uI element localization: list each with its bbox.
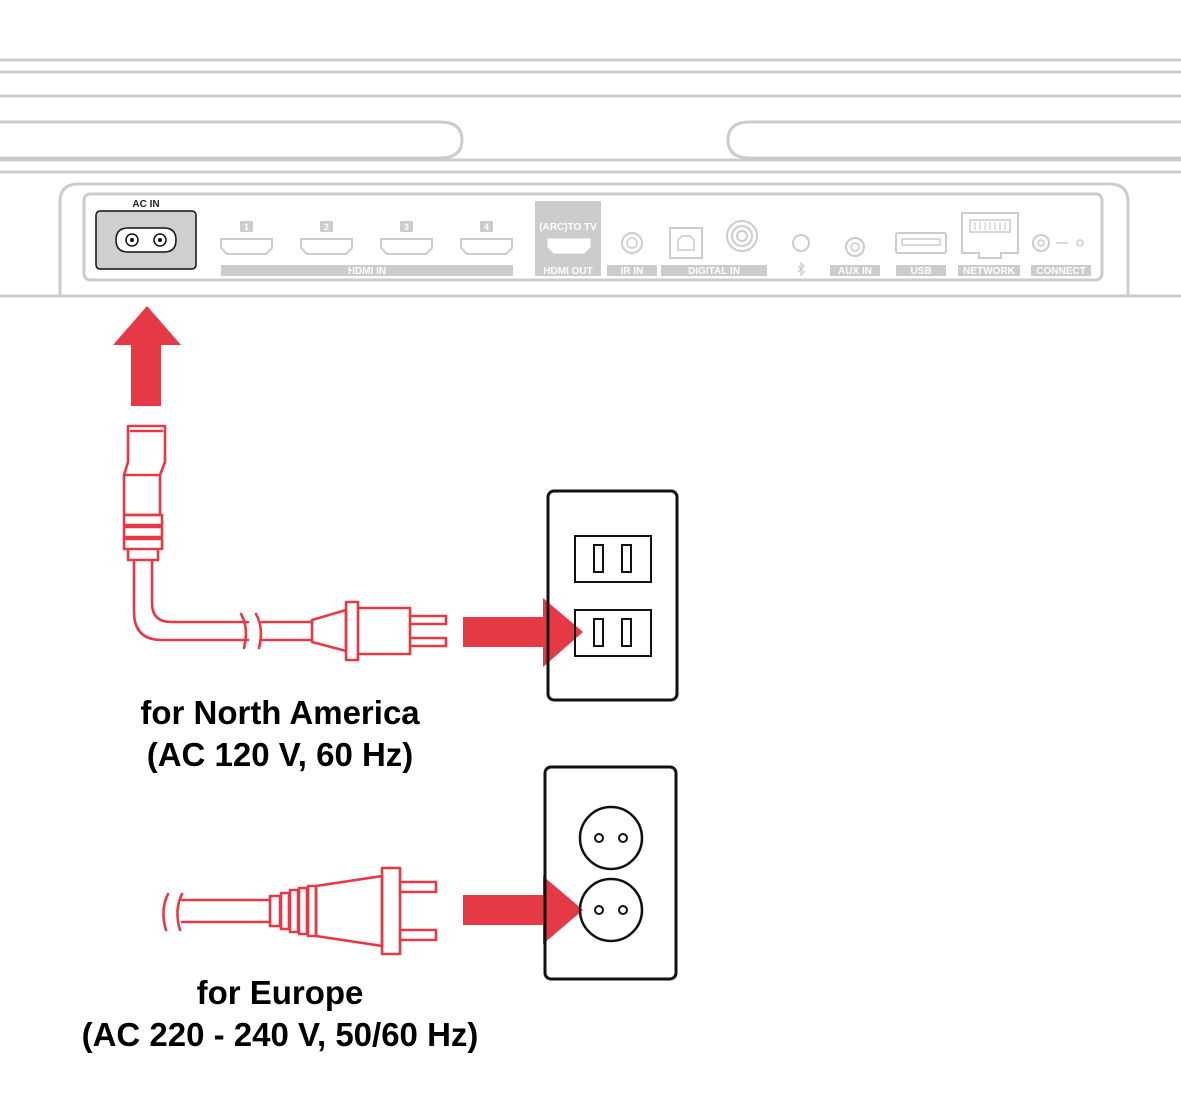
connect-button: CONNECT [1031, 234, 1091, 277]
usb-port: USB [895, 232, 947, 277]
bluetooth-indicator [792, 234, 810, 277]
hdmi-port-4: 4 [460, 221, 513, 255]
arrow-up-icon [113, 306, 181, 406]
network-label: NETWORK [963, 266, 1015, 277]
north-america-wall-outlet [546, 489, 679, 702]
digital-in-label: DIGITAL IN [688, 266, 740, 277]
hdmi-out-label: HDMI OUT [543, 266, 592, 277]
hdmi-port-2: 2 [300, 221, 353, 255]
aux-in-port: AUX IN [830, 237, 880, 277]
hdmi-port-number: 4 [484, 222, 489, 232]
hdmi-port-number: 1 [244, 222, 249, 232]
arc-to-tv-label: (ARC)TO TV [539, 222, 597, 233]
north-america-caption-line1: for North America [140, 694, 420, 731]
device-body [0, 58, 1181, 298]
north-america-caption-line2: (AC 120 V, 60 Hz) [146, 736, 414, 773]
ac-in-label: AC IN [132, 199, 159, 210]
hdmi-port-number: 2 [324, 222, 329, 232]
digital-in-ports: DIGITAL IN [661, 220, 767, 277]
europe-caption-line1: for Europe [196, 974, 364, 1011]
network-port: NETWORK [958, 212, 1020, 277]
north-america-caption: for North America (AC 120 V, 60 Hz) [80, 692, 480, 776]
hdmi-port-number: 3 [404, 222, 409, 232]
ir-in-port: IR IN [607, 232, 657, 277]
arrow-right-icon [463, 598, 583, 667]
hdmi-in-label: HDMI IN [348, 266, 386, 277]
arrow-right-icon [463, 876, 583, 944]
aux-in-label: AUX IN [838, 266, 872, 277]
europe-caption-line2: (AC 220 - 240 V, 50/60 Hz) [81, 1016, 479, 1053]
connect-label: CONNECT [1036, 266, 1085, 277]
europe-caption: for Europe (AC 220 - 240 V, 50/60 Hz) [30, 972, 530, 1056]
usb-label: USB [910, 266, 931, 277]
bluetooth-icon [797, 261, 805, 277]
ir-in-label: IR IN [621, 266, 644, 277]
hdmi-in-ports: 1 2 3 4 HDMI IN [220, 221, 513, 277]
hdmi-port-1: 1 [220, 221, 273, 255]
hdmi-out-arc-port: (ARC)TO TV HDMI OUT [535, 201, 601, 277]
ac-in-socket: AC IN [95, 199, 197, 270]
hdmi-port-3: 3 [380, 221, 433, 255]
europe-wall-outlet [543, 765, 678, 981]
europe-power-cord [162, 866, 438, 956]
north-america-power-cord [122, 424, 448, 662]
